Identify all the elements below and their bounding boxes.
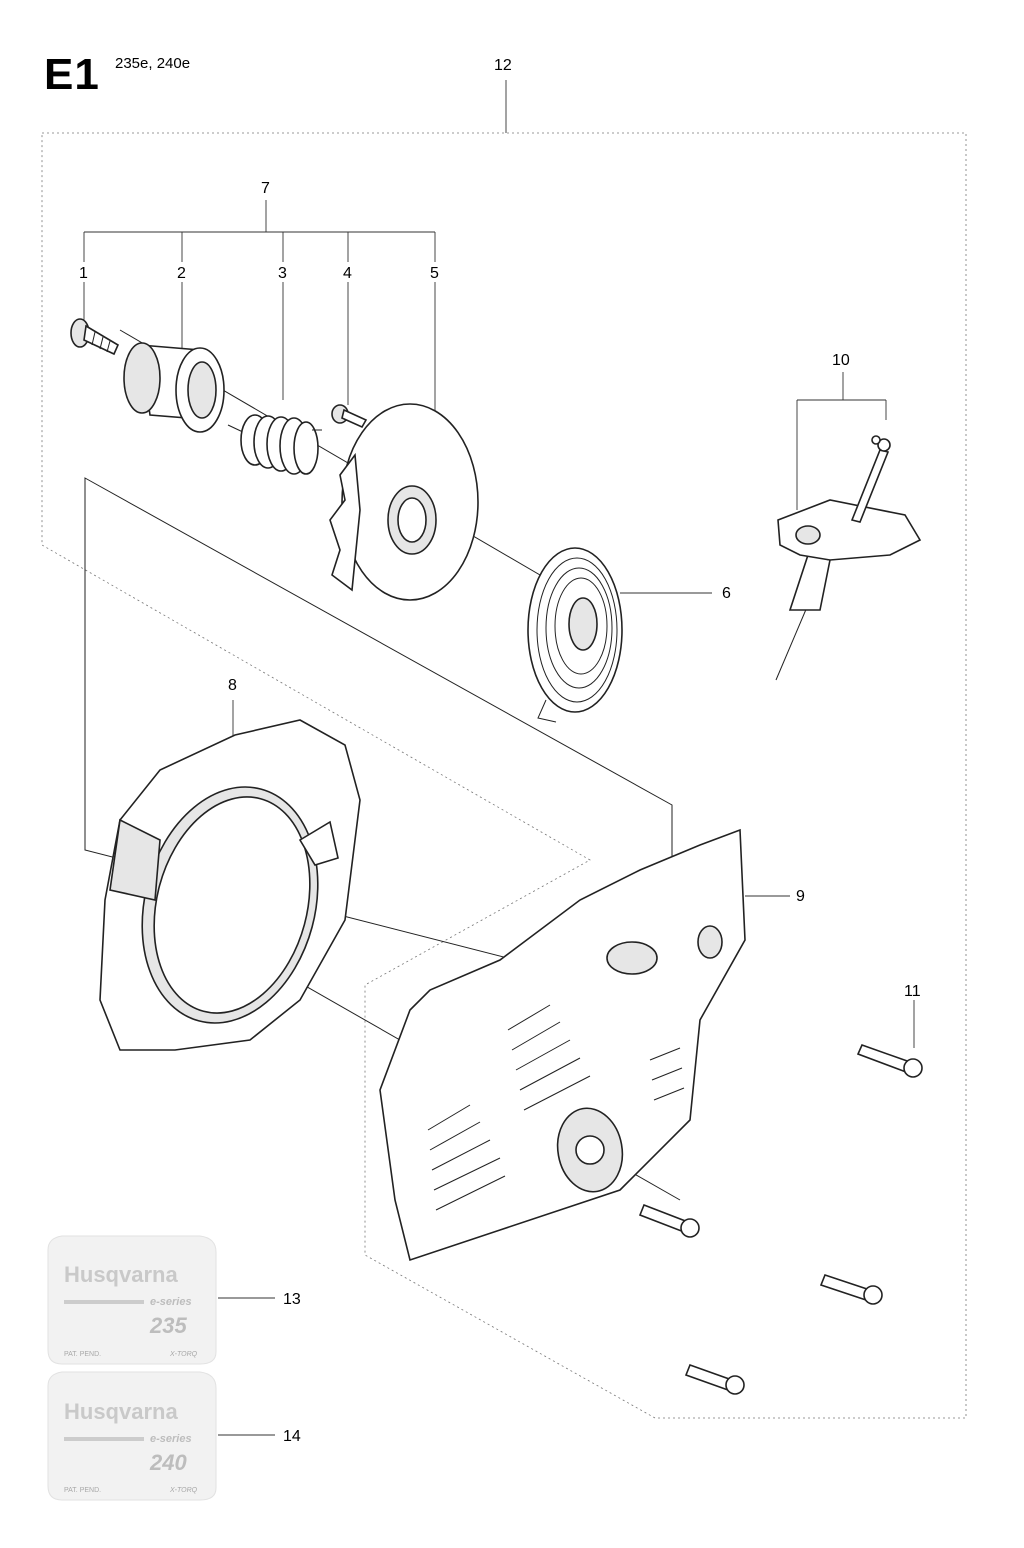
- part-1-screw: [70, 318, 120, 356]
- callout-9: 9: [796, 888, 805, 905]
- decal-13-patent: PAT. PEND.: [64, 1351, 101, 1358]
- decal-14-brand: Husqvarna: [64, 1399, 178, 1424]
- callout-11: 11: [904, 983, 921, 1000]
- decal-14: Husqvarna e-series 240 PAT. PEND. X-TORQ: [47, 1371, 217, 1501]
- decal-14-patent: PAT. PEND.: [64, 1487, 101, 1494]
- decal-13-tech: X-TORQ: [169, 1351, 198, 1358]
- callout-12: 12: [494, 57, 512, 74]
- screw-b: [638, 1203, 700, 1238]
- model-list: 235e, 240e: [115, 55, 191, 72]
- callout-4: 4: [343, 265, 352, 282]
- assembly-12-frame: [41, 132, 967, 1419]
- part-5-pulley: [329, 403, 479, 601]
- decal-14-background: [47, 1371, 217, 1501]
- callout-5: 5: [430, 265, 439, 282]
- page-code: E1: [44, 50, 100, 99]
- callout-14: 14: [283, 1428, 301, 1445]
- bracket-10: [796, 372, 887, 510]
- part-11-screw: [856, 1043, 923, 1078]
- screw-c: [819, 1274, 883, 1305]
- callout-1: 1: [79, 265, 88, 282]
- decal-14-series: e-series: [150, 1433, 192, 1445]
- callout-6: 6: [722, 585, 731, 602]
- callout-10: 10: [832, 352, 850, 369]
- decal-13-series: e-series: [150, 1296, 192, 1308]
- callout-3: 3: [278, 265, 287, 282]
- part-10-handle: [775, 435, 922, 681]
- screw-d: [684, 1363, 745, 1395]
- decal-14-tech: X-TORQ: [169, 1487, 198, 1494]
- callout-8: 8: [228, 677, 237, 694]
- part-2-hub: [123, 342, 225, 433]
- bracket-7: [83, 200, 436, 262]
- part-3-spring: [227, 414, 322, 475]
- part-6-recoil-spring: [527, 547, 623, 723]
- part-8-fan-cover: [99, 719, 361, 1051]
- decal-13-model: 235: [149, 1313, 187, 1338]
- part-4-screw: [331, 404, 368, 429]
- decal-13: Husqvarna e-series 235 PAT. PEND. X-TORQ: [47, 1235, 217, 1365]
- callout-13: 13: [283, 1291, 301, 1308]
- decal-13-brand: Husqvarna: [64, 1262, 178, 1287]
- callout-2: 2: [177, 265, 186, 282]
- callout-7: 7: [261, 180, 270, 197]
- part-9-starter-housing: [379, 828, 746, 1262]
- decal-14-model: 240: [149, 1450, 187, 1475]
